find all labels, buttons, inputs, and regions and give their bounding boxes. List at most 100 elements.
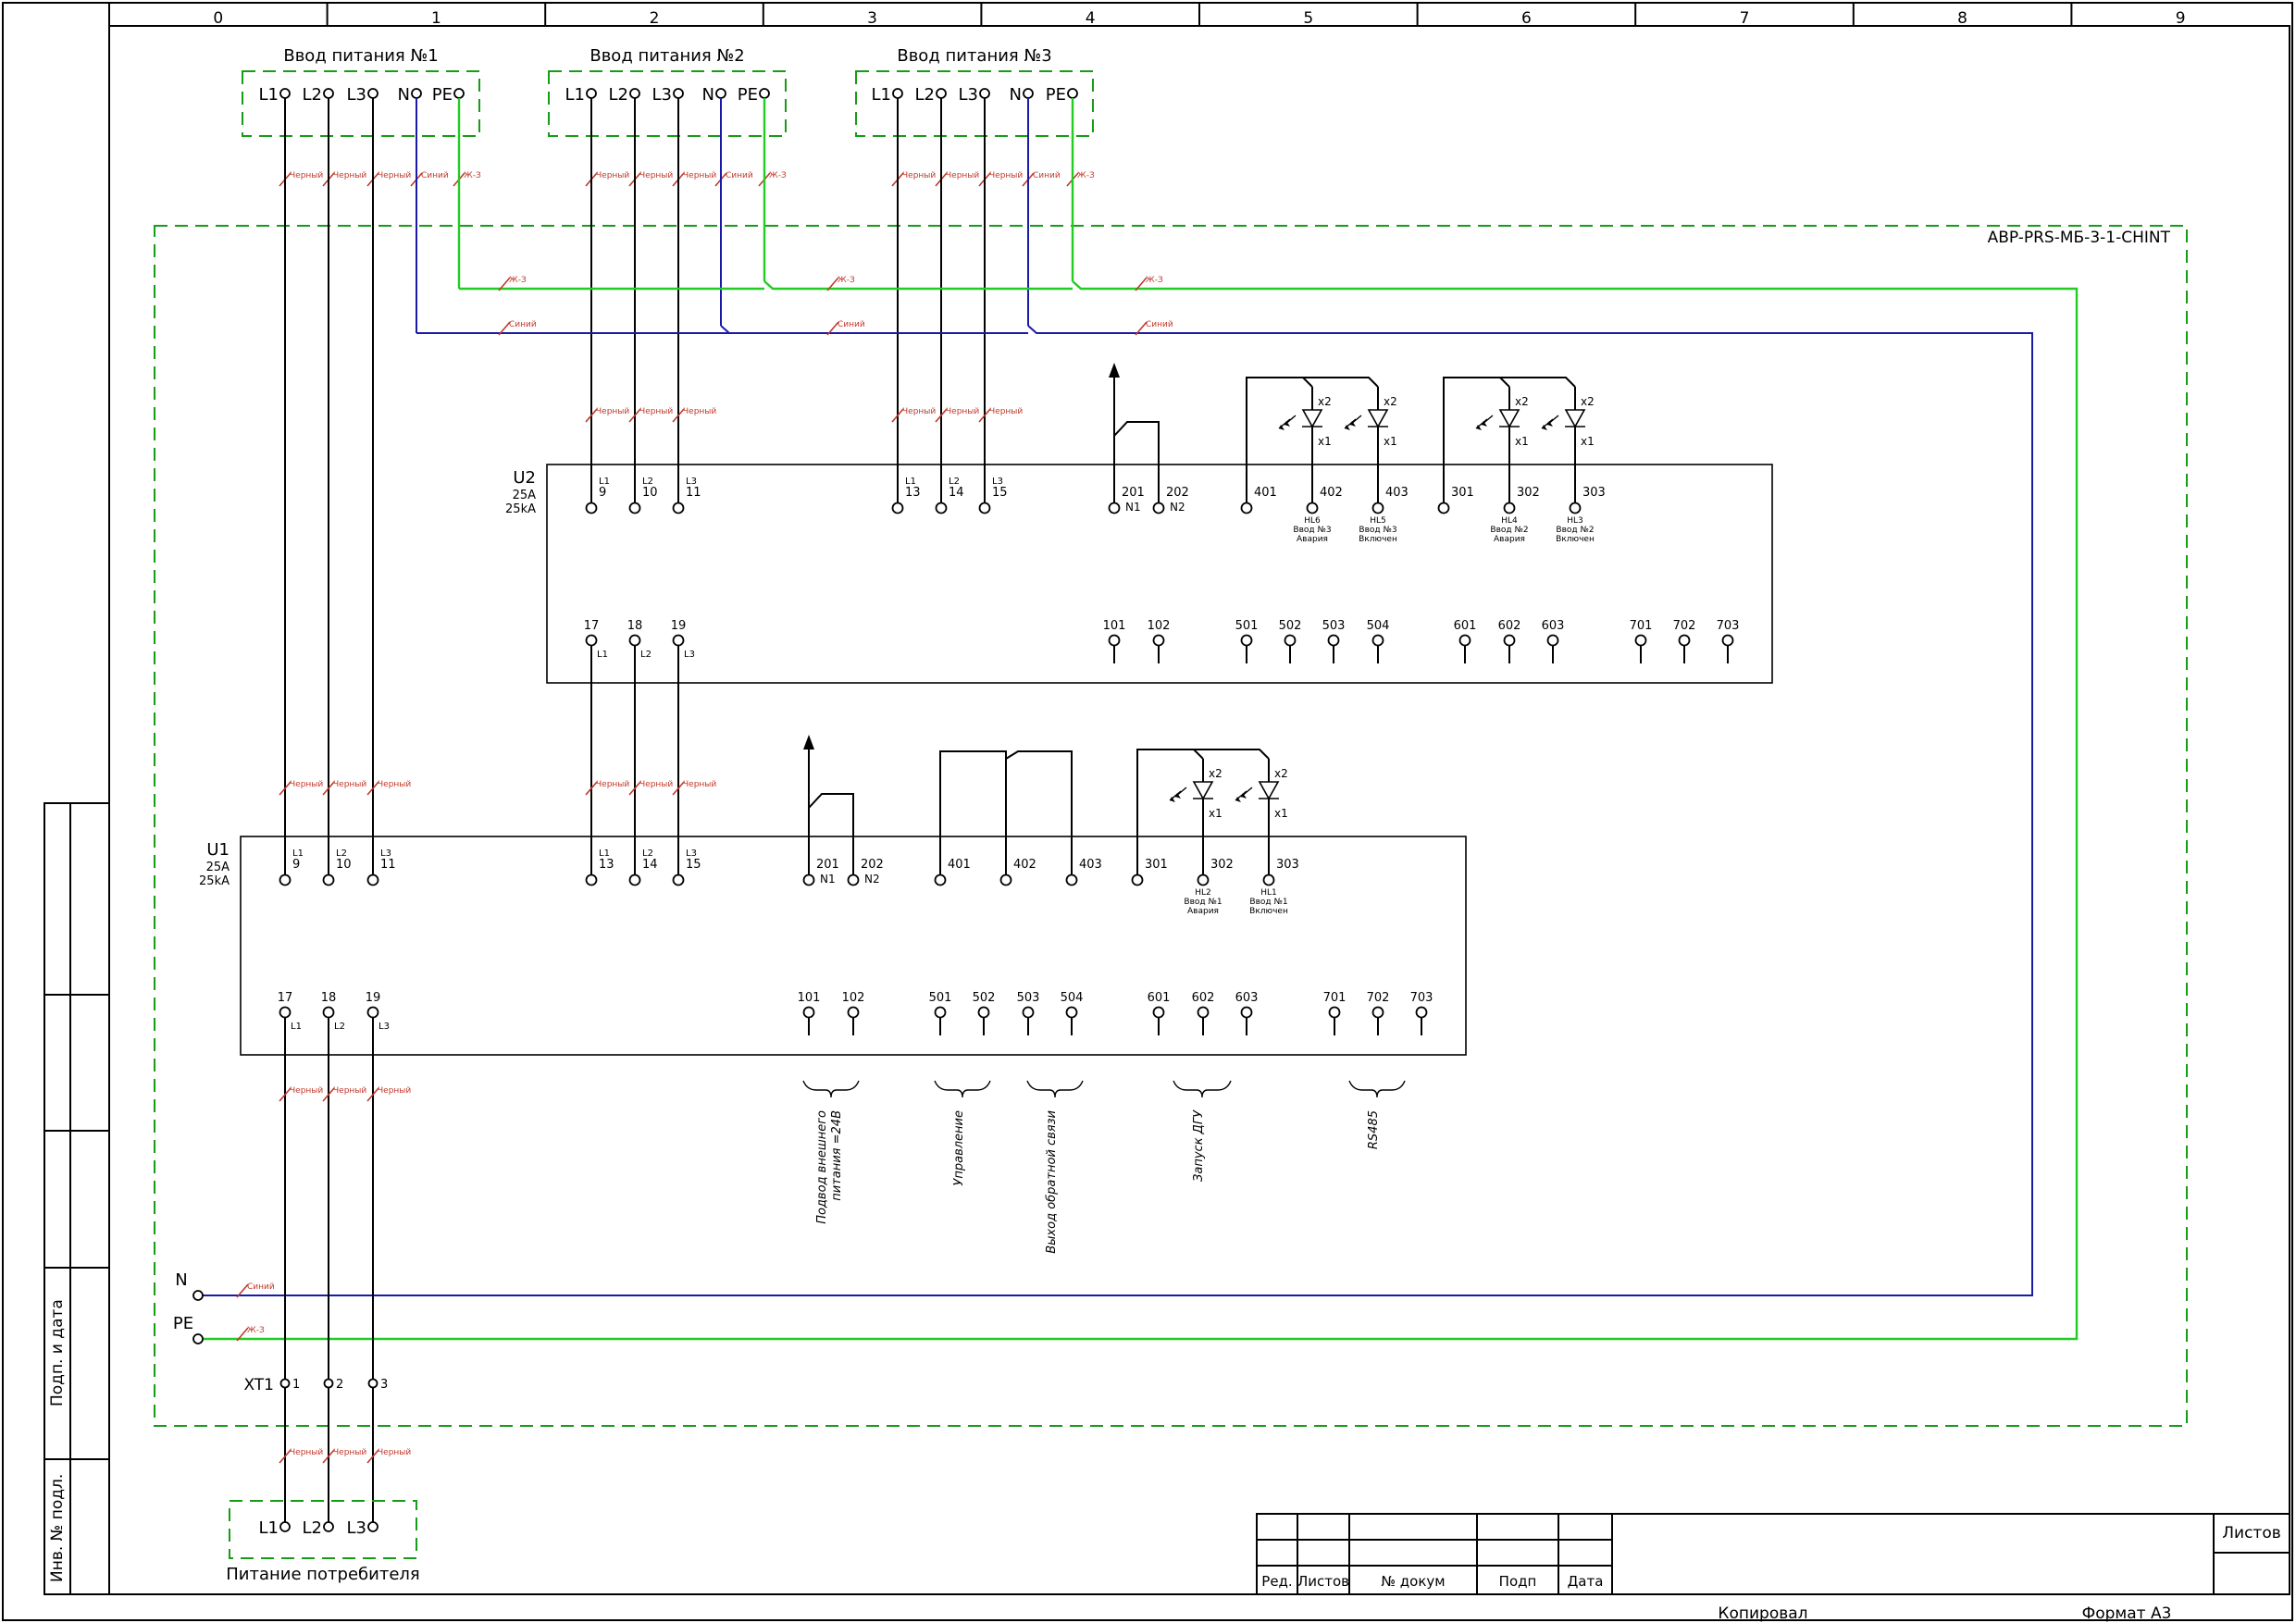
cable-mark-tick [585, 781, 598, 796]
contact-wire [808, 793, 854, 874]
cable-mark-label: Синий [1033, 171, 1061, 180]
led-pin-x2: x2 [1318, 395, 1332, 408]
cable-mark-label: Черный [946, 171, 979, 180]
u1-bottom-terminal-label: 603 [1235, 991, 1259, 1005]
output-terminal-label: L2 [303, 1518, 322, 1538]
u2-bottom-terminal-label: 501 [1235, 619, 1259, 633]
u2-top-terminal-label: 401 [1254, 486, 1277, 500]
cable-mark-tick [978, 408, 991, 423]
cable-mark-label: Синий [1146, 320, 1173, 329]
ruler-label-1: 1 [431, 9, 441, 28]
cable-mark-tick [279, 1087, 292, 1102]
u2-bottom-terminal-label: 601 [1454, 619, 1477, 633]
ruler-label-7: 7 [1740, 9, 1750, 28]
cable-mark-tick [366, 781, 379, 796]
led-common [1500, 377, 1576, 388]
u2-top-terminal-label: 201 [1122, 486, 1145, 500]
u2-bottom-terminal-101 [1108, 634, 1121, 647]
u2-led-HL6-ray-head [1279, 425, 1285, 430]
tb-col-date: Дата [1568, 1573, 1604, 1590]
u1-top-terminal-label: 202 [861, 858, 884, 872]
led-common [1443, 377, 1510, 502]
u2-bottom-terminal-label: 503 [1322, 619, 1346, 633]
input-2-title: Ввод питания №2 [590, 46, 744, 66]
u1-top-terminal-label: 13 [599, 858, 614, 872]
u1-led-id: HL2 [1195, 888, 1211, 898]
u1-top-terminal-403 [1065, 873, 1078, 886]
u1-led-id: HL1 [1260, 888, 1277, 898]
output-terminal [367, 1521, 379, 1532]
u1-phase-label: L1 [599, 849, 610, 859]
u2-name: U2 [513, 468, 536, 488]
u1-bottom-terminal-703 [1415, 1006, 1428, 1019]
u2-phase-label: L3 [992, 477, 1003, 487]
cable-mark-label: Черный [902, 407, 936, 416]
cable-mark-tick [236, 1327, 249, 1342]
u1-bottom-phase-label: L3 [379, 1022, 390, 1032]
u2-led-HL4-ray-head [1476, 425, 1482, 430]
u2-bottom-terminal-703 [1721, 634, 1734, 647]
cable-mark-label: Черный [639, 780, 673, 789]
cable-mark-tick [366, 1087, 379, 1102]
xt1-terminal-label: 2 [336, 1378, 343, 1392]
cable-mark-tick [1135, 321, 1148, 336]
cable-mark-tick [498, 277, 511, 291]
u2-top-terminal-label: 9 [599, 486, 606, 500]
u2-led-line2: Включен [1556, 535, 1595, 544]
u1-bottom-terminal-602 [1197, 1006, 1210, 1019]
cable-mark-label: Черный [333, 171, 366, 180]
u2-top-terminal-401 [1240, 502, 1253, 514]
u1-top-terminal-13 [585, 873, 598, 886]
stamp-inv-no: Инв. № подл. [48, 1474, 67, 1582]
u2-led-HL3 [1564, 409, 1586, 428]
u2-top-terminal-label: 11 [686, 486, 701, 500]
u2-bottom-terminal-label: 17 [584, 619, 600, 633]
u1-top-terminal-label: 9 [292, 858, 300, 872]
u2-bottom-terminal-label: 102 [1148, 619, 1171, 633]
cable-mark-label: Черный [639, 407, 673, 416]
u1-top-terminal-label: 302 [1210, 858, 1234, 872]
input-1-terminal-label: L2 [303, 85, 322, 105]
u1-bottom-terminal-label: 502 [973, 991, 996, 1005]
input-2-terminal-label: N [702, 85, 714, 105]
u2-top-terminal-15 [978, 502, 991, 514]
u1-bottom-terminal-label: 701 [1323, 991, 1347, 1005]
input-2-terminal-label: L3 [652, 85, 672, 105]
u1-top-terminal-14 [628, 873, 641, 886]
u1-bottom-terminal-701 [1328, 1006, 1341, 1019]
cable-mark-tick [498, 321, 511, 336]
group-brace [1026, 1080, 1084, 1098]
input-3-terminal [892, 88, 903, 99]
u1-top-terminal-label: 11 [380, 858, 396, 872]
cable-mark-label: Синий [509, 320, 537, 329]
u1-breaking: 25kA [199, 874, 230, 888]
u2-led-line2: Авария [1297, 535, 1328, 544]
output-terminal-label: L1 [259, 1518, 279, 1538]
u1-phase-label: L3 [380, 849, 391, 859]
led-common [1303, 377, 1379, 388]
u1-n1-label: N1 [820, 873, 836, 886]
led-pin-x1: x1 [1274, 807, 1288, 820]
u2-led-HL6-ray-head [1285, 421, 1290, 427]
cable-mark-label: Синий [838, 320, 865, 329]
pe-label: PE [173, 1314, 193, 1333]
tb-col-sign: Подп [1499, 1573, 1537, 1590]
u2-top-terminal-201 [1108, 502, 1121, 514]
u2-led-id: HL3 [1567, 516, 1583, 526]
u1-bottom-terminal-501 [934, 1006, 947, 1019]
xt1-terminal-1 [279, 1378, 291, 1389]
u1-bottom-terminal-102 [847, 1006, 860, 1019]
u2-bottom-terminal-18 [628, 634, 641, 647]
u1-led-line2: Включен [1249, 907, 1288, 916]
tb-sheets: Листов [2222, 1524, 2281, 1542]
u1-top-terminal-label: 303 [1276, 858, 1299, 872]
u2-breaking: 25kA [505, 502, 536, 516]
u1-led-HL2 [1192, 781, 1214, 800]
stamp-sign-date: Подп. и дата [48, 1299, 67, 1406]
u2-bottom-terminal-503 [1327, 634, 1340, 647]
led-pin-x2: x2 [1274, 767, 1288, 780]
u1-bottom-terminal-19 [366, 1006, 379, 1019]
u2-n1-label: N1 [1125, 501, 1141, 514]
u2-top-terminal-14 [935, 502, 948, 514]
input-1-terminal-label: N [398, 85, 410, 105]
